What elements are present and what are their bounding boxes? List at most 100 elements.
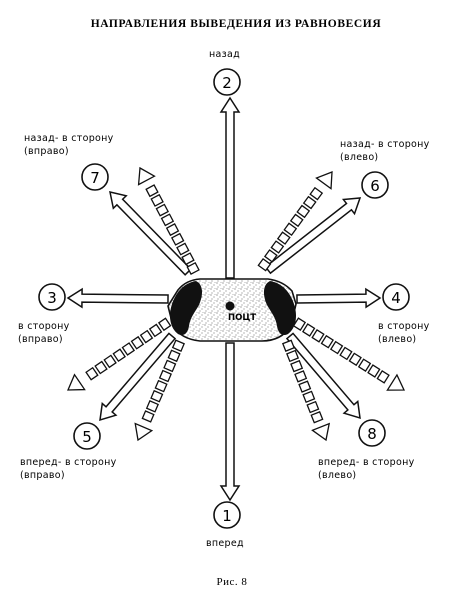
center-label: ПОЦТ bbox=[228, 313, 256, 323]
dashed-arrow-upper-left-dash bbox=[155, 203, 170, 217]
direction-6-circle bbox=[361, 171, 389, 199]
arrow-to-8 bbox=[285, 332, 361, 420]
direction-4-label-line2: (влево) bbox=[378, 334, 416, 345]
dashed-arrow-lower-left bbox=[134, 339, 185, 442]
dashed-arrow-lower-left-dash bbox=[141, 410, 155, 423]
dashed-arrow-upper-left-dash bbox=[186, 261, 200, 275]
direction-4-number: 4 bbox=[391, 289, 401, 307]
direction-4-circle bbox=[382, 283, 410, 311]
direction-1-label: вперед bbox=[206, 538, 244, 549]
arrow-to-6 bbox=[264, 197, 362, 275]
direction-8-circle bbox=[358, 419, 386, 447]
arrow-to-1 bbox=[219, 342, 241, 502]
dashed-arrow-lower-left-dash bbox=[145, 400, 159, 413]
direction-1-number: 1 bbox=[222, 507, 232, 525]
direction-8-label-line2: (влево) bbox=[318, 470, 356, 481]
dashed-arrow-lower-left-dash bbox=[167, 349, 181, 363]
direction-1-circle bbox=[213, 501, 241, 529]
dashed-arrow-lower-right-dash bbox=[298, 380, 312, 393]
dashed-arrow-lower-left-dash bbox=[154, 379, 168, 393]
dashed-arrow-lower-left-dash bbox=[158, 369, 172, 383]
dashed-arrow-mid-left bbox=[67, 317, 172, 391]
direction-8-label-line1: вперед- в сторону bbox=[318, 457, 415, 468]
direction-7-number: 7 bbox=[90, 169, 100, 187]
dashed-arrow-upper-right-dash bbox=[309, 186, 324, 201]
dashed-arrow-lower-right-dash bbox=[310, 411, 324, 424]
dashed-arrow-upper-right-head bbox=[315, 171, 333, 190]
figure-title: НАПРАВЛЕНИЯ ВЫВЕДЕНИЯ ИЗ РАВНОВЕСИЯ bbox=[91, 18, 382, 30]
dashed-arrow-mid-right-head bbox=[386, 373, 406, 391]
arrow-to-6-outline bbox=[264, 197, 362, 275]
dashed-arrow-mid-right-dash bbox=[367, 364, 381, 378]
direction-8-number: 8 bbox=[367, 425, 377, 443]
direction-4-label-line1: в сторону bbox=[378, 321, 430, 332]
dashed-arrow-upper-left bbox=[137, 166, 200, 275]
direction-4: 4 в сторону (влево) bbox=[378, 283, 430, 345]
dashed-arrow-mid-left-dash bbox=[157, 317, 172, 332]
dashed-arrow-lower-right-head bbox=[311, 422, 331, 442]
dashed-arrow-mid-right-dash bbox=[357, 358, 372, 372]
dashed-arrow-upper-right-dash bbox=[257, 257, 272, 272]
dashed-arrow-upper-right-dash bbox=[296, 204, 311, 219]
dashed-arrow-upper-left-dash bbox=[165, 223, 180, 237]
direction-7-label-line2: (вправо) bbox=[24, 146, 69, 157]
dashed-arrow-upper-right-dash bbox=[276, 231, 291, 245]
dashed-arrow-mid-left-head bbox=[67, 373, 86, 391]
dashed-arrow-upper-right-dash bbox=[283, 222, 298, 237]
direction-6-label-line1: назад- в сторону bbox=[340, 139, 430, 150]
arrow-to-3-outline bbox=[66, 287, 169, 309]
direction-5-number: 5 bbox=[82, 428, 92, 446]
dashed-arrow-lower-right-dash bbox=[302, 390, 316, 404]
dashed-arrow-mid-right-dash bbox=[320, 334, 334, 349]
dashed-arrow-mid-left-dash bbox=[85, 366, 99, 381]
dashed-arrow-mid-right-dash bbox=[348, 352, 362, 367]
direction-2-circle bbox=[213, 68, 241, 96]
arrow-to-7 bbox=[109, 191, 192, 276]
direction-2-label: назад bbox=[209, 49, 240, 60]
dashed-arrow-mid-right-dash bbox=[292, 317, 307, 331]
dashed-arrow-mid-right-dash bbox=[376, 370, 390, 384]
dashed-arrow-upper-left-head bbox=[137, 166, 156, 186]
dashed-arrow-mid-left-dash bbox=[148, 323, 163, 338]
dashed-arrow-upper-right-dash bbox=[289, 213, 304, 228]
arrow-to-3 bbox=[66, 287, 169, 309]
direction-5-label-line1: вперед- в сторону bbox=[20, 457, 117, 468]
direction-1: 1 вперед bbox=[206, 501, 244, 549]
dashed-arrow-upper-left-dash bbox=[145, 184, 159, 198]
dashed-arrow-upper-left-dash bbox=[170, 232, 185, 246]
dashed-arrow-lower-right bbox=[281, 339, 331, 442]
dashed-arrow-upper-right-dash bbox=[302, 195, 317, 210]
direction-7: 7 назад- в сторону (вправо) bbox=[24, 133, 114, 191]
dashed-arrow-lower-left-dash bbox=[163, 359, 177, 373]
direction-5-label-line2: (вправо) bbox=[20, 470, 65, 481]
dashed-arrow-lower-right-dash bbox=[290, 359, 304, 373]
arrow-to-2-outline bbox=[219, 96, 241, 279]
direction-5: 5 вперед- в сторону (вправо) bbox=[20, 422, 117, 481]
dashed-arrow-mid-right-dash bbox=[311, 329, 325, 343]
dashed-arrow-upper-left-dash bbox=[150, 193, 164, 207]
arrow-to-2 bbox=[219, 96, 241, 279]
dashed-arrow-lower-left-head bbox=[134, 422, 154, 442]
dashed-arrow-upper-left-dash bbox=[176, 242, 190, 256]
dashed-arrow-mid-right bbox=[292, 317, 406, 391]
direction-3: 3 в сторону (вправо) bbox=[18, 283, 69, 345]
direction-6: 6 назад- в сторону (влево) bbox=[340, 139, 430, 199]
direction-2-number: 2 bbox=[222, 74, 232, 92]
dashed-arrow-lower-right-dash bbox=[281, 339, 295, 352]
center-of-pressure-dot bbox=[225, 301, 235, 311]
dashed-arrow-lower-right-dash bbox=[286, 349, 300, 363]
direction-3-number: 3 bbox=[47, 289, 57, 307]
dashed-arrow-lower-right-dash bbox=[294, 370, 308, 383]
dashed-arrow-mid-left-dash bbox=[103, 354, 117, 369]
direction-markers: 1 вперед 2 назад 3 в сторону (вправо) 4 … bbox=[18, 49, 430, 549]
dashed-arrow-upper-right bbox=[257, 171, 333, 272]
arrow-to-1-outline bbox=[219, 342, 241, 502]
dashed-arrow-mid-left-dash bbox=[139, 329, 154, 344]
figure-caption: Рис. 8 bbox=[217, 576, 248, 588]
arrow-to-5-outline bbox=[99, 332, 177, 422]
direction-8: 8 вперед- в сторону (влево) bbox=[318, 419, 415, 481]
arrow-to-7-outline bbox=[109, 191, 192, 276]
dashed-arrow-mid-left-dash bbox=[130, 335, 145, 350]
direction-7-label-line1: назад- в сторону bbox=[24, 133, 114, 144]
